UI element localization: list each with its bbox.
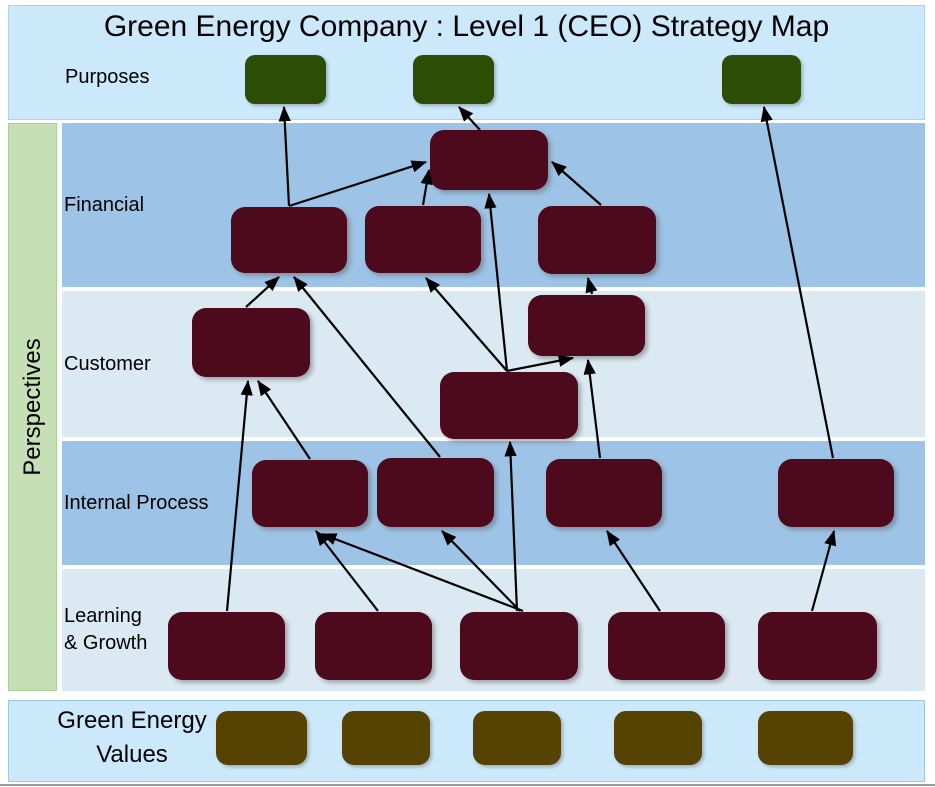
strategy-node bbox=[758, 612, 877, 680]
strategy-node bbox=[377, 458, 494, 527]
strategy-node bbox=[528, 295, 645, 356]
purposes-label: Purposes bbox=[65, 66, 150, 88]
learning-growth-line2: & Growth bbox=[64, 632, 148, 654]
customer-label: Customer bbox=[64, 352, 151, 375]
strategy-node bbox=[430, 130, 548, 190]
page-title: Green Energy Company : Level 1 (CEO) Str… bbox=[103, 10, 830, 43]
strategy-node bbox=[365, 206, 481, 273]
purpose-node bbox=[722, 55, 801, 104]
strategy-node bbox=[315, 612, 432, 680]
strategy-node bbox=[252, 460, 368, 527]
purpose-node bbox=[245, 55, 326, 104]
learning-growth-label: Learning & Growth bbox=[64, 603, 147, 657]
strategy-node bbox=[778, 459, 894, 527]
perspectives-label: Perspectives bbox=[18, 338, 46, 476]
strategy-node bbox=[546, 459, 662, 527]
window-bottom-edge bbox=[0, 784, 935, 786]
values-label: Green Energy Values bbox=[37, 704, 227, 772]
value-node bbox=[473, 711, 561, 765]
values-label-line2: Values bbox=[96, 741, 168, 768]
strategy-node bbox=[440, 372, 578, 439]
internal-process-label: Internal Process bbox=[64, 491, 209, 514]
value-node bbox=[216, 711, 307, 765]
purpose-node bbox=[413, 55, 494, 104]
value-node bbox=[758, 711, 853, 765]
strategy-node bbox=[168, 612, 285, 680]
strategy-node bbox=[231, 207, 347, 273]
values-label-line1: Green Energy bbox=[57, 707, 207, 734]
value-node bbox=[614, 711, 702, 765]
strategy-node bbox=[460, 612, 578, 680]
strategy-node bbox=[538, 206, 656, 274]
strategy-node bbox=[192, 308, 310, 377]
financial-label: Financial bbox=[64, 193, 145, 216]
learning-growth-line1: Learning bbox=[64, 605, 142, 627]
strategy-node bbox=[608, 612, 725, 680]
value-node bbox=[342, 711, 430, 765]
perspectives-band: Perspectives bbox=[8, 123, 57, 691]
